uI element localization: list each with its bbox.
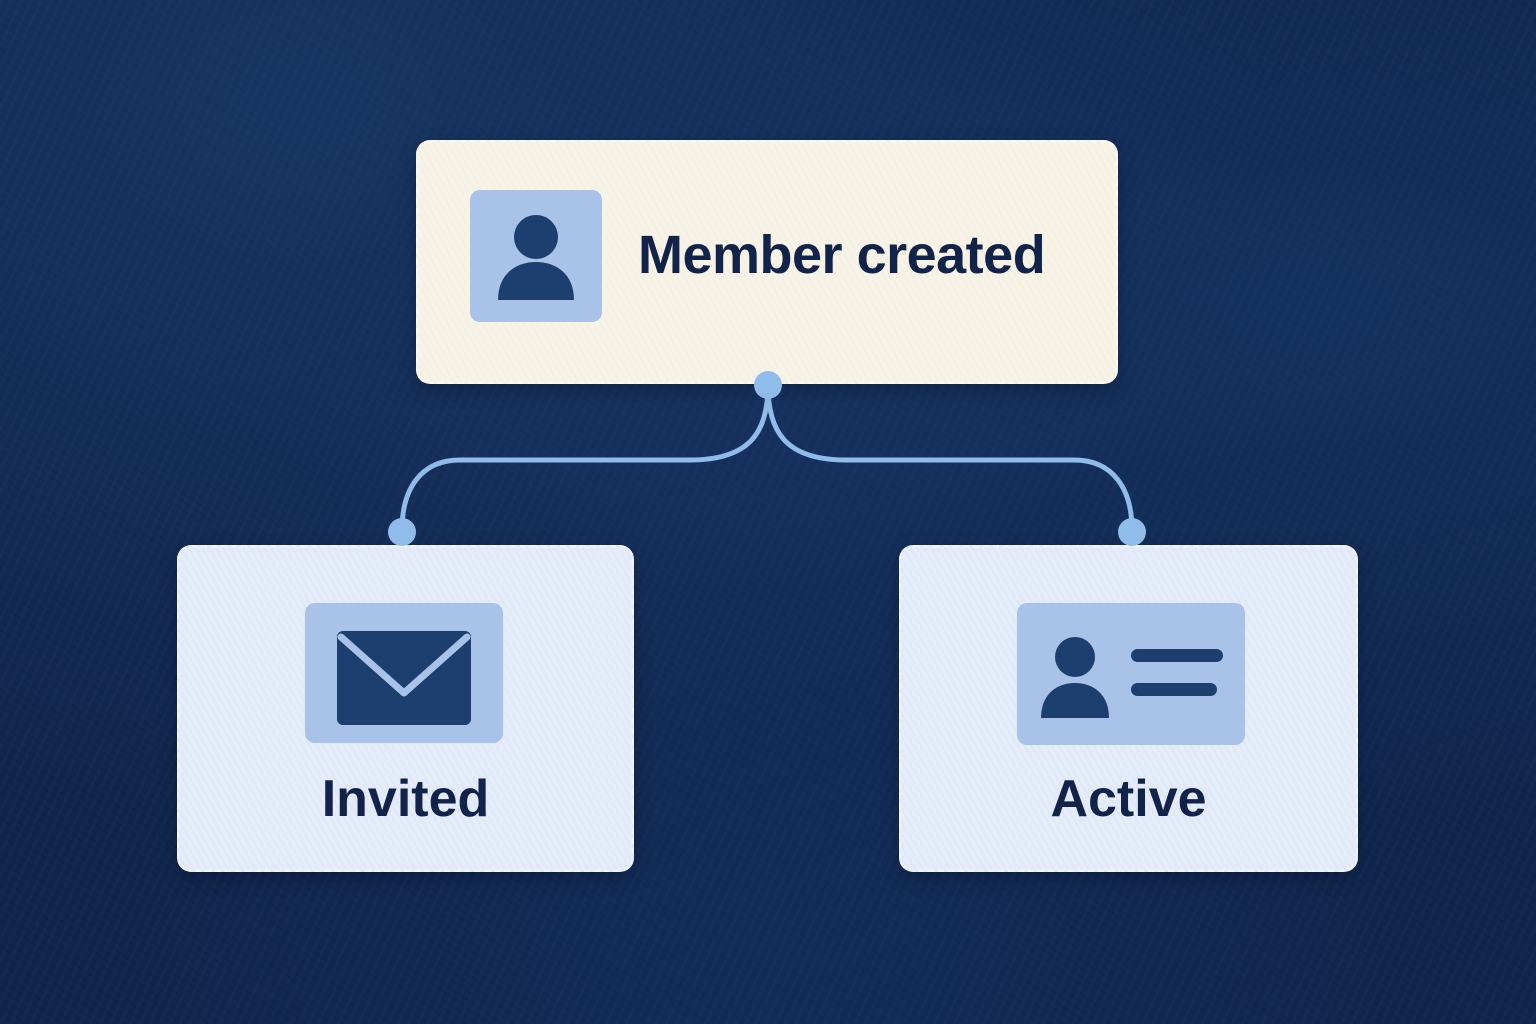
node-active: Active: [899, 545, 1358, 872]
id-card-icon: [1017, 603, 1245, 745]
node-label-invited: Invited: [321, 770, 490, 828]
port-member-created-out: [754, 371, 782, 399]
node-label-active: Active: [1050, 770, 1207, 828]
port-invited-in: [388, 518, 416, 546]
node-invited: Invited: [177, 545, 634, 872]
edge-member-created-to-active: [765, 382, 1135, 533]
envelope-icon: [305, 603, 503, 743]
edge-member-created-to-invited: [399, 382, 771, 533]
user-icon: [470, 190, 602, 322]
node-label-member-created: Member created: [638, 225, 1046, 285]
port-active-in: [1118, 518, 1146, 546]
node-member-created: Member created: [416, 140, 1118, 384]
